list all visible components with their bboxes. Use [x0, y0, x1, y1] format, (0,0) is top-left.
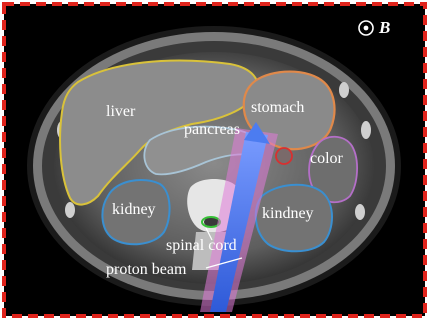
small-red-structure: [276, 148, 292, 164]
stomach-label: stomach: [251, 100, 304, 116]
color-label: color: [310, 151, 343, 167]
spinal-cord-label: spinal cord: [166, 238, 237, 254]
field-letter: B: [379, 18, 390, 38]
field-marker: B: [357, 18, 390, 38]
pancreas-label: pancreas: [184, 122, 240, 138]
liver-label: liver: [106, 104, 135, 120]
proton-beam-label: proton beam: [106, 262, 186, 278]
left-kidney-label: kidney: [112, 202, 156, 218]
right-kidney-label: kindney: [262, 206, 314, 222]
